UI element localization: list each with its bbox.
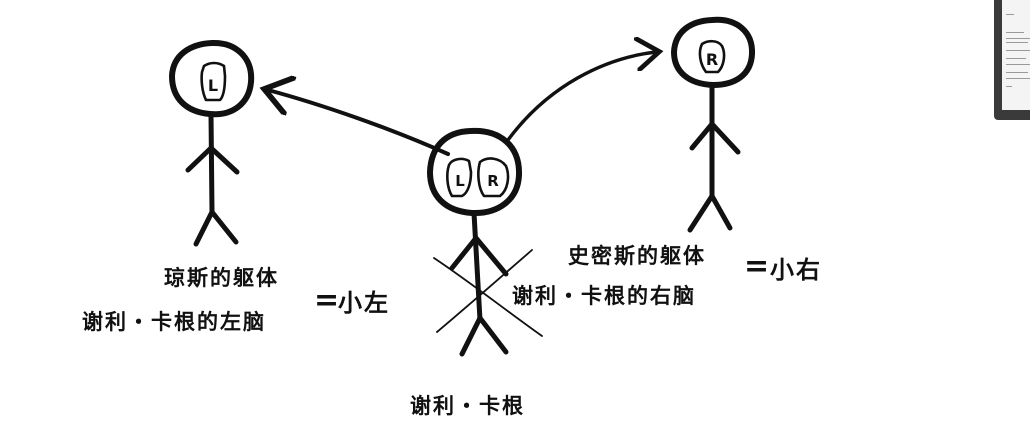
right-arms (689, 121, 741, 155)
cross-out-line-b (436, 249, 533, 333)
left-legs (193, 209, 239, 247)
center-brain-left-shape (446, 157, 473, 198)
left-equals-sign: = (314, 283, 340, 318)
cross-out-line-a (433, 257, 543, 337)
thumbnail-page (1002, 0, 1030, 110)
center-figure: L R (427, 127, 543, 357)
bottom-caption: 谢利・卡根 (410, 394, 525, 418)
left-figure: L (169, 39, 255, 247)
left-body (208, 111, 215, 215)
left-brain-letter: L (208, 76, 218, 95)
arrow-to-left (268, 90, 450, 156)
left-caption-line2: 谢利・卡根的左脑 (82, 310, 266, 334)
right-caption-line1: 史密斯的躯体 (568, 244, 706, 268)
center-legs (459, 315, 509, 357)
left-caption-line1: 琼斯的躯体 (164, 266, 279, 290)
right-figure: R (671, 16, 756, 233)
center-head (427, 127, 523, 217)
arrow-to-right (506, 52, 656, 142)
right-equals-sign: = (744, 249, 770, 284)
right-brain-letter: R (706, 50, 718, 69)
center-brain-letter-right: R (487, 172, 499, 190)
right-brain-shape (698, 39, 726, 74)
left-brain-shape (200, 61, 227, 102)
center-arms (449, 235, 509, 277)
left-arms (185, 145, 240, 175)
right-legs (687, 193, 733, 233)
right-caption-line2: 谢利・卡根的右脑 (512, 284, 696, 308)
left-result: 小左 (338, 289, 390, 317)
page-thumbnail[interactable] (994, 0, 1030, 120)
center-body (471, 210, 483, 323)
right-result: 小右 (770, 256, 822, 284)
center-brain-letter-left: L (455, 172, 465, 190)
center-brain-right-shape (477, 157, 510, 198)
